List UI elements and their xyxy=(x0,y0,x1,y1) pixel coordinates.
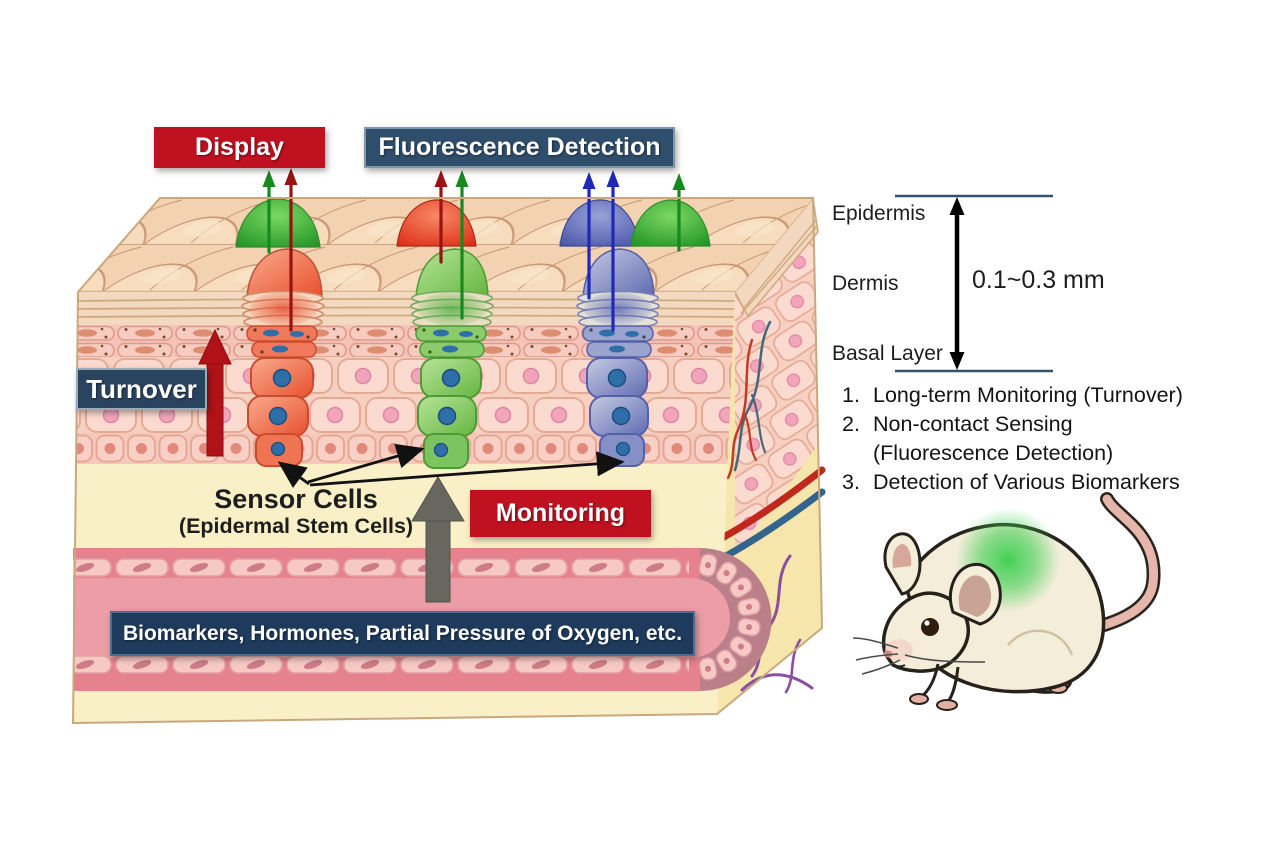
surface-wedge-cells xyxy=(246,248,655,298)
sensor-cells-label: Sensor Cells xyxy=(214,484,378,514)
feature-item-number: 2. xyxy=(842,412,860,436)
mouse-tail xyxy=(1078,492,1161,637)
sensor-cell-column-red xyxy=(241,290,325,467)
capillaries xyxy=(718,320,826,694)
feature-item-text: (Fluorescence Detection) xyxy=(873,441,1114,465)
feature-list: 1. Long-term Monitoring (Turnover) 2. No… xyxy=(842,381,1242,497)
fluorescence-detection-banner: Fluorescence Detection xyxy=(364,127,675,168)
red-dome xyxy=(396,199,477,247)
feature-item: 3. Detection of Various Biomarkers xyxy=(842,468,1242,497)
sensor-cell-column-green xyxy=(410,290,494,469)
feature-item-text: Detection of Various Biomarkers xyxy=(873,470,1180,494)
sensor-cell-column-blue xyxy=(576,290,660,467)
feature-item: 1. Long-term Monitoring (Turnover) xyxy=(842,381,1242,410)
monitoring-arrow xyxy=(411,476,465,603)
feature-item-text: Non-contact Sensing xyxy=(873,412,1073,436)
basal-layer-label: Basal Layer xyxy=(832,342,943,365)
feature-item: 2. Non-contact Sensing xyxy=(842,410,1242,439)
sensor-cells-sublabel: (Epidermal Stem Cells) xyxy=(178,514,414,538)
dermis-label: Dermis xyxy=(832,272,899,295)
display-banner: Display xyxy=(154,127,325,168)
block-outline xyxy=(71,197,824,725)
epidermis-label: Epidermis xyxy=(832,202,926,225)
turnover-arrow xyxy=(198,328,232,457)
biomarkers-banner: Biomarkers, Hormones, Partial Pressure o… xyxy=(110,611,695,656)
sensor-cells-pointer-arrows xyxy=(277,443,625,488)
mouse-illustration xyxy=(852,492,1161,711)
green-dome xyxy=(235,198,321,248)
fluorescent-domes xyxy=(235,198,711,248)
thickness-label: 0.1~0.3 mm xyxy=(972,266,1105,294)
feature-item-text: Long-term Monitoring (Turnover) xyxy=(873,383,1183,407)
feature-item-number xyxy=(842,439,873,468)
epidermis-thickness-arrow xyxy=(895,194,1053,373)
feature-item-number: 1. xyxy=(842,383,860,407)
basal-layer-row xyxy=(73,433,735,464)
emission-arrows xyxy=(262,168,686,332)
green-dome xyxy=(630,199,711,247)
feature-item: (Fluorescence Detection) xyxy=(842,439,1242,468)
monitoring-banner: Monitoring xyxy=(470,490,651,537)
turnover-badge: Turnover xyxy=(76,368,207,410)
mouse-eye xyxy=(921,618,939,636)
feature-item-number: 3. xyxy=(842,470,860,494)
mouse-whiskers xyxy=(852,637,986,675)
